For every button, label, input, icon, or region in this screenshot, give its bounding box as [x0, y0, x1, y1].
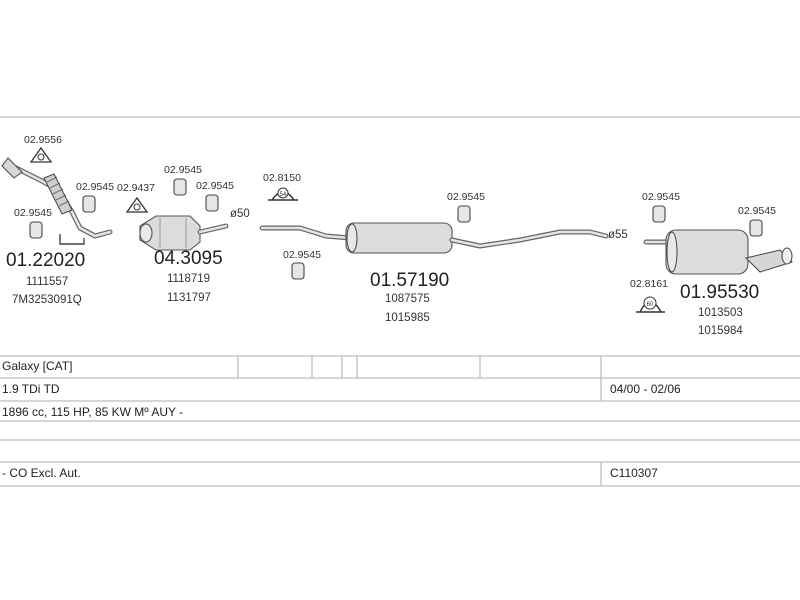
reference-number: 1087575	[385, 293, 430, 305]
note-cell: - CO Excl. Aut.	[2, 466, 81, 480]
diameter-label: ø55	[608, 229, 628, 241]
part-number: 01.57190	[370, 270, 449, 291]
hanger-label: 02.9545	[196, 180, 234, 192]
part-number: 01.22020	[6, 250, 85, 271]
hanger-icon	[29, 221, 43, 239]
hanger-icon	[749, 219, 763, 237]
center-muffler: 02.8150 54 02.9545 02.9545 01.57190 1087…	[259, 172, 609, 324]
hanger-icon	[457, 205, 471, 223]
catalyst: 02.9437 02.9545 02.9545 ø50 04.3095 1118…	[117, 164, 250, 304]
rear-muffler: ø55 02.9545 02.9545 02.8161 60 01.95530 …	[608, 191, 793, 337]
gasket-icon	[29, 146, 53, 163]
hanger-icon	[82, 195, 96, 213]
engine-cell: 1.9 TDi TD	[2, 382, 60, 396]
hanger-icon	[205, 194, 219, 212]
clamp-label: 02.8161	[630, 278, 668, 290]
clamp-size: 54	[280, 192, 287, 198]
reference-number: 1111557	[26, 276, 68, 288]
hanger-label: 02.9545	[283, 249, 321, 261]
hanger-label: 02.9545	[738, 205, 776, 217]
reference-number: 1013503	[698, 307, 743, 319]
gasket-label: 02.9556	[24, 134, 62, 146]
info-table	[0, 355, 800, 487]
years-cell: 04/00 - 02/06	[610, 382, 681, 396]
flex-section	[43, 173, 73, 215]
clamp-label: 02.8150	[263, 172, 301, 184]
reference-number: 1015984	[698, 325, 743, 337]
hanger-icon	[652, 205, 666, 223]
hanger-label: 02.9545	[14, 207, 52, 219]
reference-number: 7M3253091Q	[12, 294, 82, 306]
hanger-label: 02.9545	[164, 164, 202, 176]
diameter-label: ø50	[230, 208, 250, 220]
clamp-icon: 60	[636, 296, 665, 313]
muffler-body	[345, 222, 453, 254]
muffler-body	[665, 229, 749, 275]
reference-number: 1131797	[167, 292, 211, 304]
clamp-icon	[125, 196, 149, 213]
spec-cell: 1896 cc, 115 HP, 85 KW Mº AUY -	[2, 405, 184, 419]
part-number: 04.3095	[154, 248, 223, 269]
front-pipe: 02.9556 02.9545 02.9545 01.22020 1111557…	[1, 134, 114, 306]
hanger-icon	[173, 178, 187, 196]
hanger-label: 02.9545	[76, 181, 114, 193]
hanger-label: 02.9545	[642, 191, 680, 203]
part-number: 01.95530	[680, 282, 759, 303]
hanger-label: 02.9545	[447, 191, 485, 203]
model-cell: Galaxy [CAT]	[2, 359, 73, 373]
clamp-icon: 54	[268, 187, 298, 201]
clamp-size: 60	[647, 302, 654, 308]
reference-number: 1118719	[167, 273, 210, 285]
code-cell: C110307	[610, 466, 658, 480]
reference-number: 1015985	[385, 312, 430, 324]
clamp-label: 02.9437	[117, 182, 155, 194]
hanger-icon	[291, 262, 305, 280]
